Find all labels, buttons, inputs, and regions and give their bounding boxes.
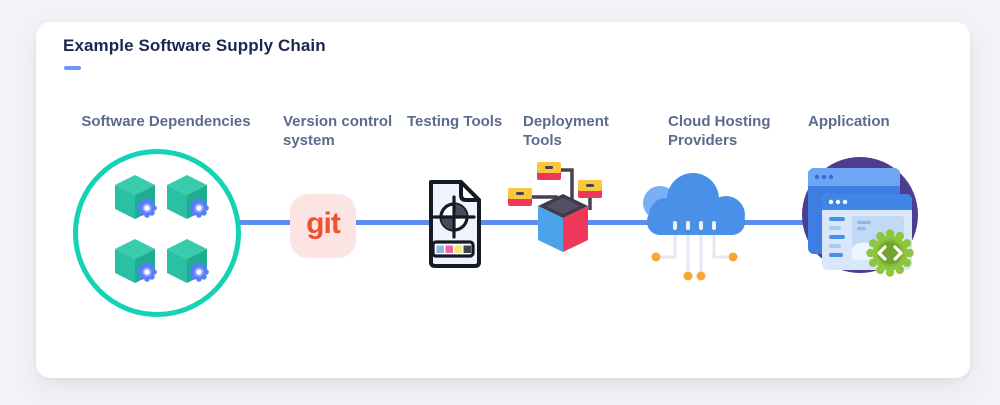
supply-chain-card: Example Software Supply Chain Software D… bbox=[36, 22, 970, 378]
circuit-dot bbox=[651, 252, 661, 262]
gear-icon bbox=[189, 198, 209, 218]
deployment-box-icon bbox=[508, 162, 602, 252]
package-tag-icon bbox=[537, 162, 561, 180]
dependency-cube-icon bbox=[115, 239, 157, 283]
stage-label-application: Application bbox=[808, 113, 890, 130]
package-tag-icon bbox=[508, 188, 532, 206]
stage-label-version-control-system: Version control system bbox=[283, 113, 393, 149]
title-accent-underline bbox=[64, 66, 81, 70]
circuit-dot bbox=[683, 271, 693, 281]
git-logo-text: git bbox=[306, 206, 341, 240]
dependency-cubes-icon bbox=[73, 149, 241, 317]
registration-crosshair-icon bbox=[432, 195, 476, 239]
page-title: Example Software Supply Chain bbox=[63, 36, 326, 55]
dependency-cube-icon bbox=[167, 239, 209, 283]
dependency-cube-icon bbox=[115, 175, 157, 219]
circuit-dot bbox=[696, 271, 706, 281]
dependency-cube-icon bbox=[167, 175, 209, 219]
code-gear-icon bbox=[866, 229, 914, 277]
sidebar-menu-lines bbox=[829, 217, 845, 257]
flow-connector-line bbox=[236, 220, 818, 225]
gear-icon bbox=[137, 262, 157, 282]
stage-label-cloud-hosting-providers: Cloud Hosting Providers bbox=[668, 113, 771, 149]
stage-label-deployment-tools: Deployment Tools bbox=[523, 113, 609, 149]
circuit-dot bbox=[728, 252, 738, 262]
test-target-document-icon bbox=[429, 180, 481, 268]
package-tag-icon bbox=[578, 180, 602, 198]
git-icon: git bbox=[290, 194, 356, 258]
stage-label-testing-tools: Testing Tools bbox=[407, 113, 503, 130]
stage-label-software-dependencies: Software Dependencies bbox=[81, 113, 251, 130]
application-windows-gear-icon bbox=[802, 157, 918, 277]
gear-icon bbox=[137, 198, 157, 218]
cloud-icon bbox=[643, 173, 745, 281]
cloud-port-dashes bbox=[673, 221, 716, 230]
color-calibration-bar bbox=[431, 240, 475, 258]
gear-icon bbox=[189, 262, 209, 282]
circuit-lines bbox=[651, 232, 738, 281]
